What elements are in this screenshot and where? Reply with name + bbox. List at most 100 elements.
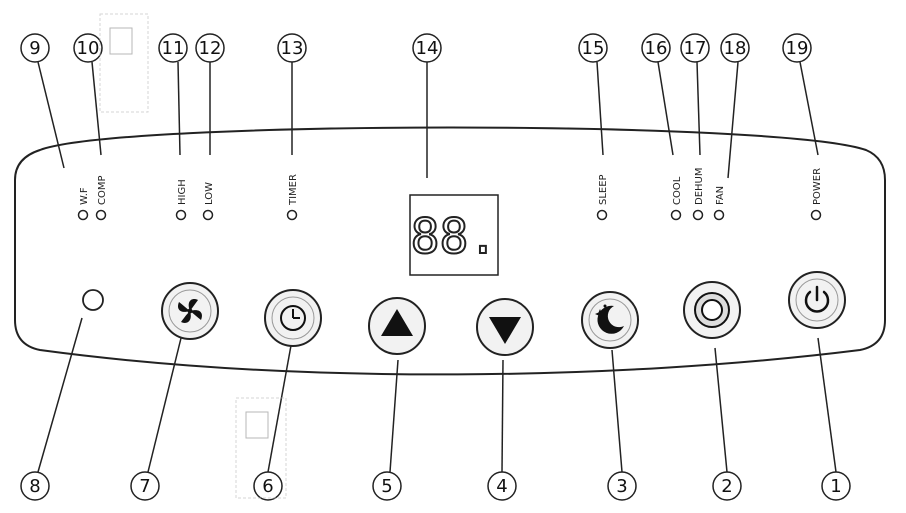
fan-indicator-label: FAN [715,186,726,205]
mode-button[interactable] [683,281,741,339]
indicator-group-power: POWER [810,168,823,221]
timer-indicator-led [286,209,298,221]
leader-line [147,329,184,473]
indicator-group-cool: COOL [670,176,683,221]
callout-number: 13 [281,38,304,59]
indicator-group-low: LOW [202,182,215,221]
leader-line [596,61,604,156]
power-button[interactable] [788,271,846,329]
callout-circle [158,33,188,63]
fan-speed-button[interactable] [161,282,219,340]
power-indicator-label: POWER [812,168,823,205]
fan-icon [178,299,202,323]
small-star-icon [603,304,607,308]
callout-circle [680,33,710,63]
comp-indicator-led [95,209,107,221]
leader-line [799,61,819,156]
top-callouts: 9 10 11 12 13 14 15 16 17 18 19 [20,33,812,63]
cool-indicator-label: COOL [672,176,683,205]
wf-indicator-led [77,209,89,221]
callout-circle [578,33,608,63]
scan-artifact-top [99,13,149,113]
callout-number: 16 [645,38,668,59]
sleep-indicator-label: SLEEP [598,174,609,205]
callout-number: 14 [416,38,439,59]
leader-line [817,337,837,473]
leader-line [727,61,739,179]
leader-line [611,349,623,473]
callout-circle [130,471,160,501]
fan-indicator-led [713,209,725,221]
dehum-indicator-label: DEHUM [694,168,705,206]
sleep-button-ring [588,298,632,342]
callout-number: 7 [139,476,150,497]
power-icon [804,285,830,313]
indicator-group-sleep: SLEEP [596,174,609,221]
down-arrow-icon [489,317,521,344]
power-button-ring [795,278,839,322]
cool-indicator-led [670,209,682,221]
leader-line [267,339,293,473]
moon-icon [597,305,624,334]
sleep-button[interactable] [581,291,639,349]
callout-number: 12 [199,38,222,59]
wf-indicator-label: W.F [79,187,90,205]
low-indicator-led [202,209,214,221]
callout-number: 6 [262,476,273,497]
indicator-group-dehum: DEHUM [692,168,705,221]
indicator-group-timer: TIMER [286,174,299,221]
callout-number: 9 [29,38,40,59]
leader-line [696,61,701,156]
high-indicator-led [175,209,187,221]
callout-circle [372,471,402,501]
scan-artifact-bottom [235,397,287,499]
leader-line [177,61,181,156]
bottom-callouts: 8 7 6 5 4 3 2 1 [20,471,851,501]
high-indicator-label: HIGH [177,179,188,205]
bottom-leader-lines [37,317,837,473]
callout-number: 4 [496,476,507,497]
indicator-group-comp: COMP [95,175,108,221]
indicator-group-wf: W.F [77,187,90,221]
timer-indicator-label: TIMER [288,174,299,206]
timer-button-ring [271,296,315,340]
down-button[interactable] [476,298,534,356]
callout-circle [782,33,812,63]
callout-circle [641,33,671,63]
callout-number: 3 [616,476,627,497]
leader-line [91,61,102,156]
power-indicator-led [810,209,822,221]
callout-circle [20,33,50,63]
comp-indicator-label: COMP [97,175,108,205]
star-icon [595,309,605,319]
fan-speed-button-ring [168,289,212,333]
leader-line [501,359,504,473]
leader-line [389,359,399,473]
indicator-group-fan: FAN [713,186,726,221]
callout-number: 2 [721,476,732,497]
clock-icon [280,305,306,331]
top-leader-lines [37,61,819,179]
dehum-indicator-led [692,209,704,221]
callout-circle [73,33,103,63]
callout-circle [720,33,750,63]
sleep-indicator-led [596,209,608,221]
leader-line [37,61,65,169]
up-button[interactable] [368,297,426,355]
callout-number: 11 [162,38,185,59]
sleep-button-shape[interactable] [581,291,639,349]
timer-button[interactable] [264,289,322,347]
display-frame [409,194,499,276]
callout-circle [20,471,50,501]
callout-number: 1 [830,476,841,497]
low-indicator-label: LOW [204,182,215,205]
leader-line [714,347,728,473]
callout-number: 15 [582,38,605,59]
callout-number: 17 [684,38,707,59]
leader-line [37,317,83,473]
up-arrow-icon [381,309,413,336]
digital-display: 88. [409,194,499,276]
callout-number: 19 [786,38,809,59]
